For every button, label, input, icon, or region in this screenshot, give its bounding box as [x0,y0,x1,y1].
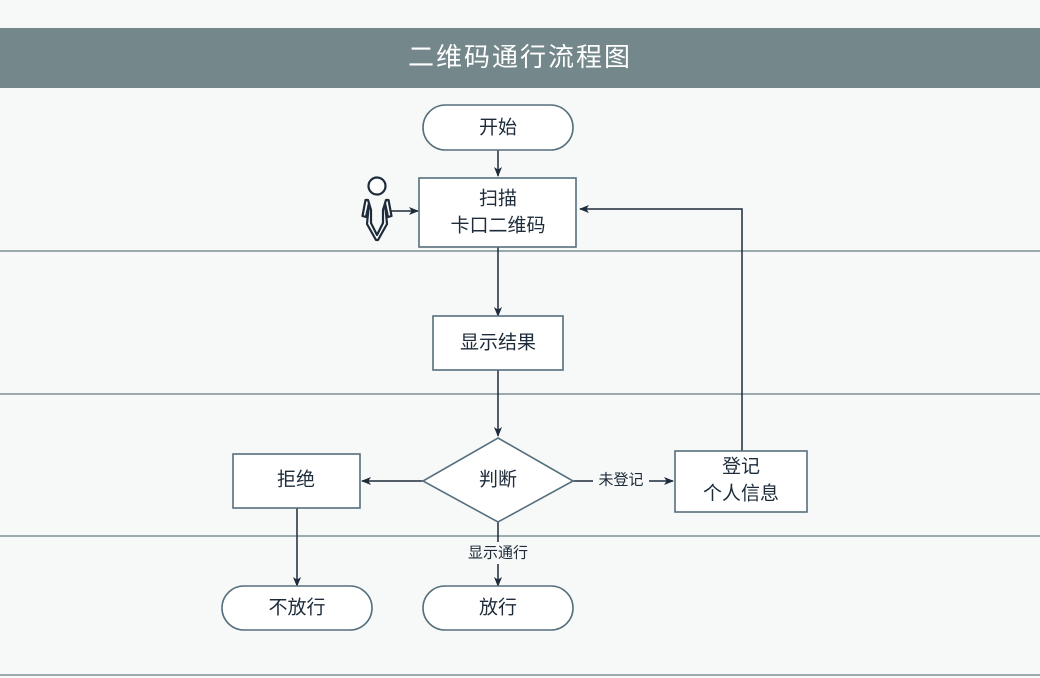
connectors [293,150,743,587]
node-scan-label-line1: 扫描 [479,187,517,209]
node-decision-label: 判断 [479,468,517,490]
node-start[interactable]: 开始 [422,104,574,151]
node-allow-label: 放行 [479,596,517,618]
page-title: 二维码通行流程图 [407,43,632,72]
node-deny-label: 不放行 [268,596,325,618]
edge-label-not-registered: 未登记 [598,471,643,488]
top-margin-strip [0,0,1040,28]
node-register[interactable]: 登记 个人信息 [674,450,808,513]
title-bar: 二维码通行流程图 [0,28,1040,88]
flowchart-svg: 开始 扫描 卡口二维码 显示结果 判断 拒绝 [0,104,1040,676]
node-scan-label-line2: 卡口二维码 [450,214,545,236]
diagram-canvas: 开始 扫描 卡口二维码 显示结果 判断 拒绝 [0,88,1040,678]
lane-dividers [0,250,1040,676]
edge-labels: 未登记 显示通行 [455,469,649,564]
edge-register-to-scan-feedback [579,205,743,454]
node-register-label-line1: 登记 [722,455,760,477]
node-allow[interactable]: 放行 [422,585,574,631]
node-deny[interactable]: 不放行 [221,585,373,631]
edge-label-show-pass: 显示通行 [468,544,528,561]
node-reject[interactable]: 拒绝 [232,453,361,509]
node-result-label: 显示结果 [460,331,536,353]
node-decision[interactable]: 判断 [421,437,575,523]
node-result[interactable]: 显示结果 [432,315,564,371]
node-scan[interactable]: 扫描 卡口二维码 [418,177,577,248]
node-register-label-line2: 个人信息 [703,482,779,504]
actor-person-icon [361,176,393,242]
node-start-label: 开始 [479,116,517,138]
node-reject-label: 拒绝 [277,468,315,490]
